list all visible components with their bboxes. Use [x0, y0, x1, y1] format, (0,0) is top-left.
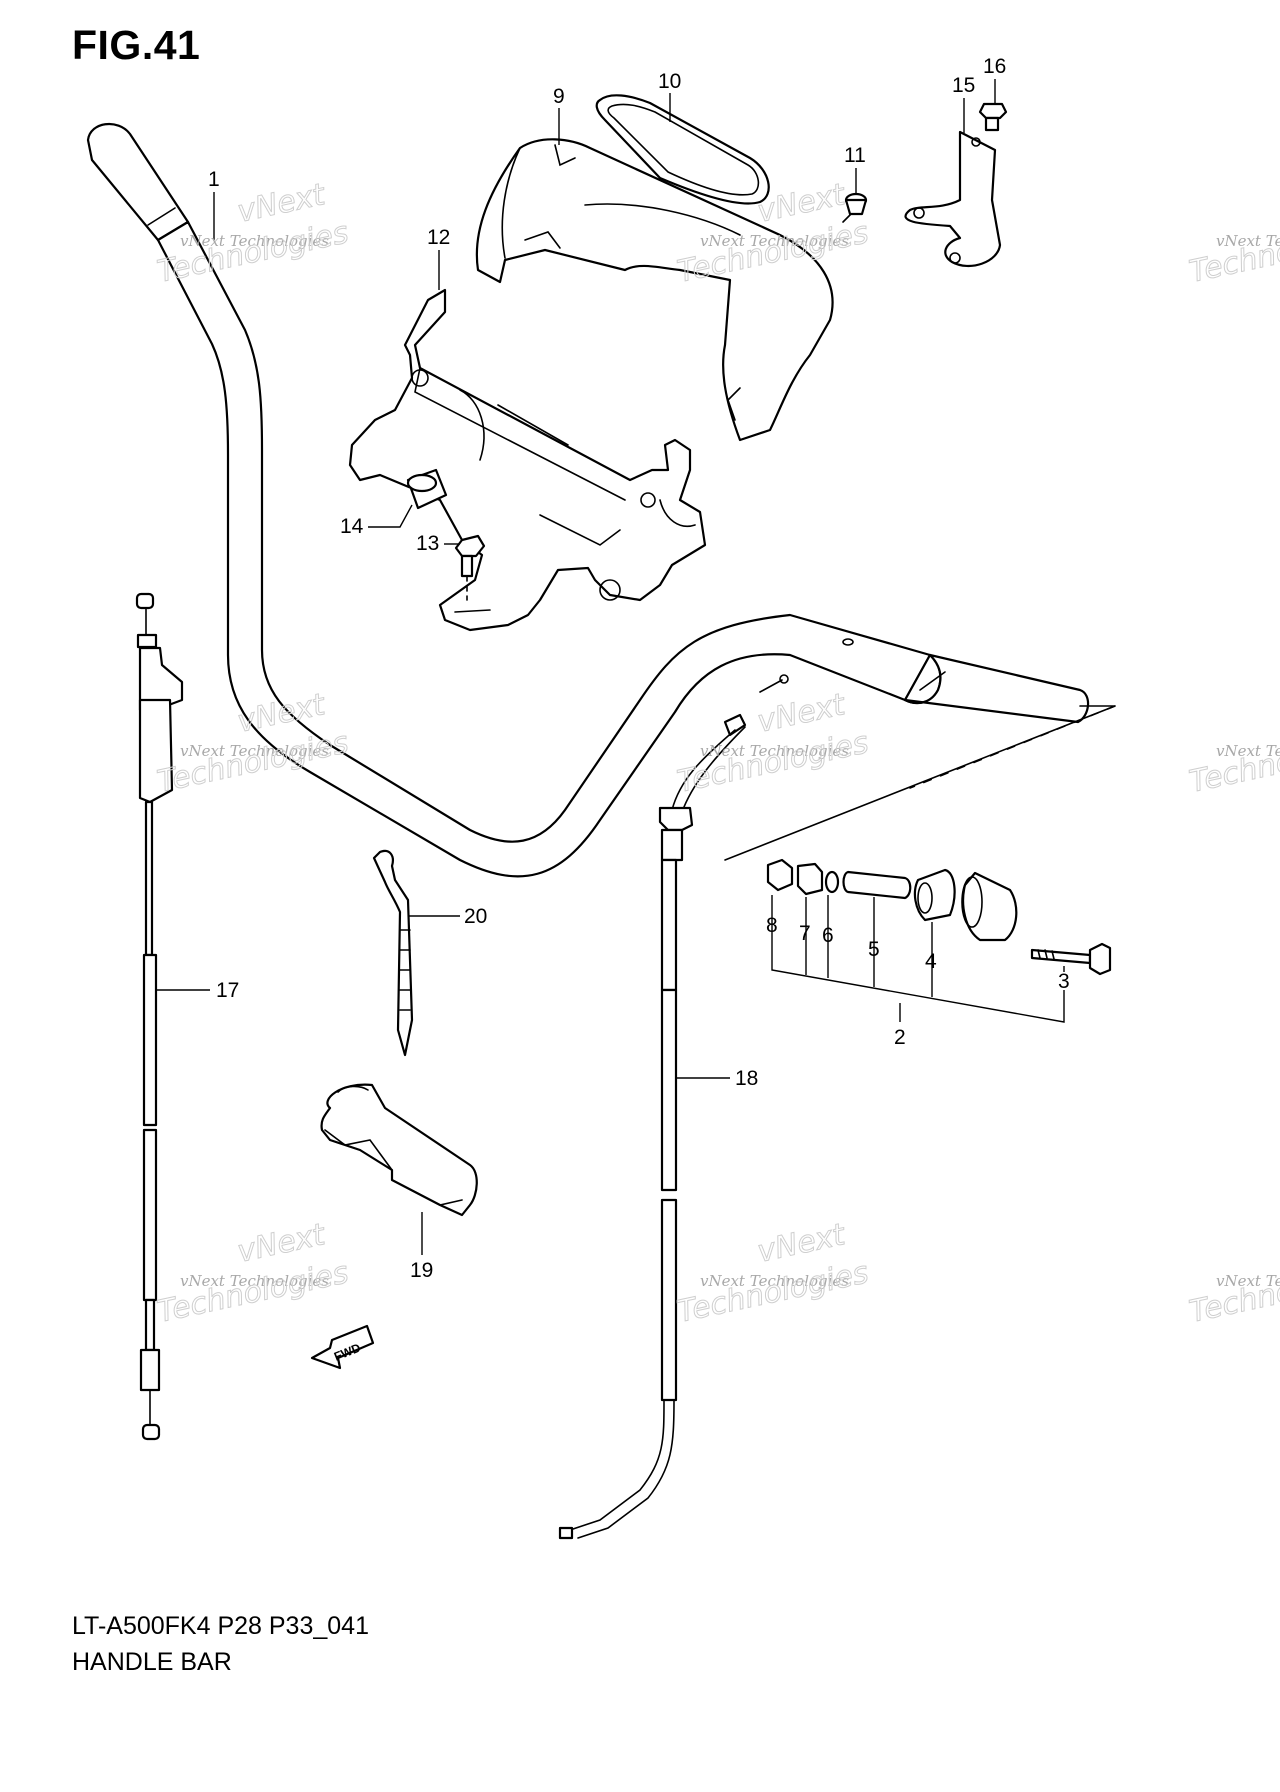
watermark-mid-left: vNext vNext Technologies Technologies: [154, 687, 352, 801]
watermark-bottom-right: vNext Technologies Technologies: [1186, 1255, 1280, 1331]
callout-15: 15: [952, 74, 975, 97]
svg-text:vNext Technologies: vNext Technologies: [1216, 232, 1280, 250]
watermark-top-left: vNext vNext Technologies Technologies: [154, 177, 352, 291]
watermark-bottom-left: vNext vNext Technologies Technologies: [154, 1217, 352, 1331]
callout-1: 1: [208, 168, 220, 191]
bracket-15[interactable]: [904, 130, 1002, 267]
callout-10: 10: [658, 70, 681, 93]
watermark-mid-right: vNext Technologies Technologies: [1186, 725, 1280, 801]
handlebar[interactable]: [86, 122, 1116, 878]
callouts: 1 9 10 11 12 13 14 15 16: [156, 55, 1070, 1282]
callout-7: 7: [799, 922, 811, 945]
bolt-16[interactable]: [978, 102, 1008, 132]
watermark-bottom-center: vNext vNext Technologies Technologies: [674, 1217, 872, 1331]
svg-text:vNext Technologies: vNext Technologies: [180, 1272, 329, 1290]
callout-6: 6: [822, 924, 834, 947]
watermark-mid-center: vNext vNext Technologies Technologies: [674, 687, 872, 801]
callout-9: 9: [553, 85, 565, 108]
throttle-cable[interactable]: [135, 592, 184, 1441]
callout-14: 14: [340, 515, 364, 538]
figure-caption: HANDLE BAR: [72, 1648, 232, 1672]
cable-guide[interactable]: [320, 1083, 478, 1217]
meter-bracket[interactable]: [348, 288, 707, 632]
callout-12: 12: [427, 226, 450, 249]
figure-title: FIG.41: [72, 22, 201, 68]
callout-11: 11: [844, 144, 866, 167]
callout-19: 19: [410, 1259, 433, 1282]
svg-text:vNext Technologies: vNext Technologies: [700, 1272, 849, 1290]
callout-5: 5: [868, 938, 880, 961]
svg-text:vNext Technologies: vNext Technologies: [700, 232, 849, 250]
svg-text:vNext Technologies: vNext Technologies: [1216, 742, 1280, 760]
callout-17: 17: [216, 979, 239, 1002]
callout-4: 4: [925, 950, 937, 973]
svg-text:vNext Technologies: vNext Technologies: [180, 232, 329, 250]
watermark-top-right: vNext Technologies Technologies: [1186, 215, 1280, 291]
callout-20: 20: [464, 905, 487, 928]
svg-text:vNext Technologies: vNext Technologies: [1216, 1272, 1280, 1290]
forward-arrow: FWD: [310, 1324, 375, 1370]
grommet[interactable]: [406, 468, 448, 510]
callout-2: 2: [894, 1026, 906, 1049]
callout-8: 8: [766, 914, 778, 937]
handlebar-cover[interactable]: [475, 138, 834, 442]
svg-text:vNext Technologies: vNext Technologies: [700, 742, 849, 760]
model-code: LT-A500FK4 P28 P33_041: [72, 1612, 369, 1640]
svg-text:Technologies: Technologies: [1186, 1255, 1280, 1330]
callout-16: 16: [983, 55, 1006, 78]
bolt-13[interactable]: [454, 534, 486, 601]
callout-18: 18: [735, 1067, 758, 1090]
brake-cable[interactable]: [558, 674, 789, 1540]
bar-end-assembly[interactable]: [766, 858, 1112, 976]
svg-text:Technologies: Technologies: [1186, 215, 1280, 290]
callout-3: 3: [1058, 970, 1070, 993]
callout-13: 13: [416, 532, 439, 555]
meter-lens[interactable]: [595, 94, 770, 205]
cable-strap[interactable]: [372, 849, 414, 1057]
svg-text:Technologies: Technologies: [1186, 725, 1280, 800]
svg-text:vNext Technologies: vNext Technologies: [180, 742, 329, 760]
